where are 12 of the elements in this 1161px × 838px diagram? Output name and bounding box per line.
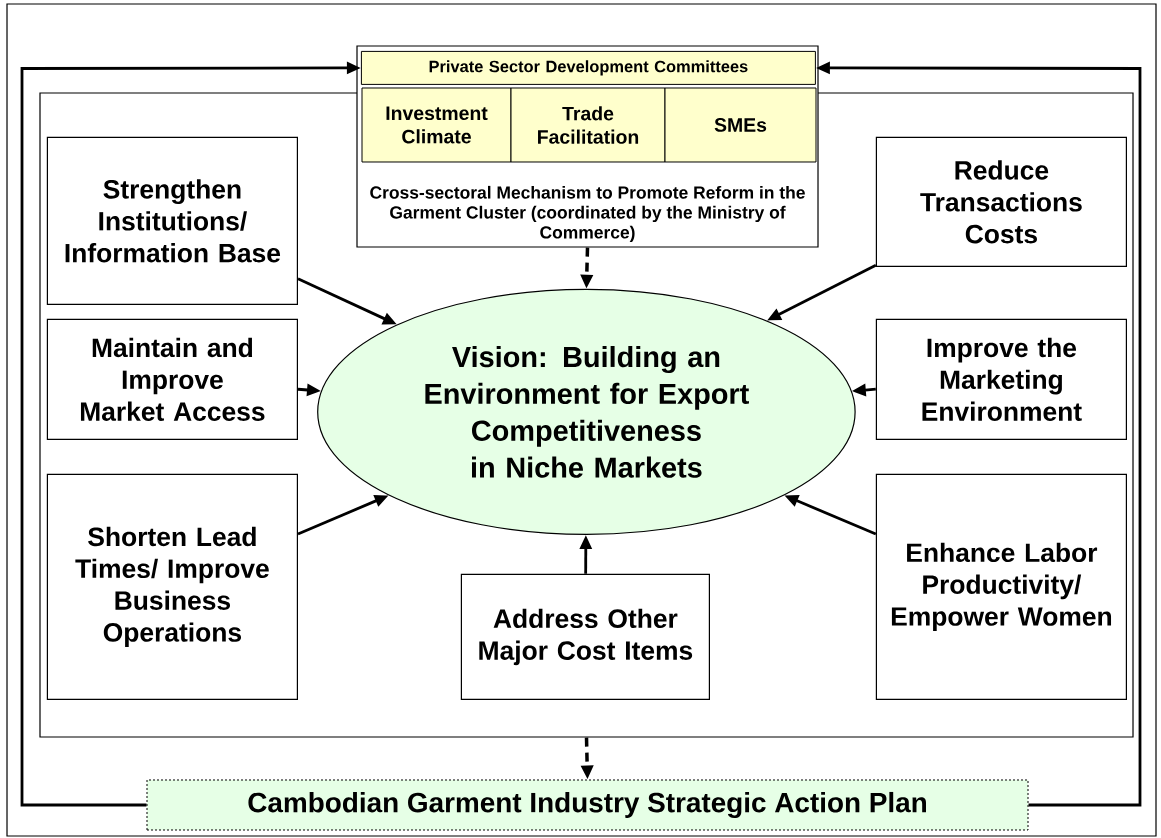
action-box: Enhance Labor Productivity/ Empower Women: [875, 473, 1127, 700]
committee-cell: SMEs: [664, 87, 817, 163]
committee-cell: Trade Facilitation: [510, 87, 666, 163]
committee-cell: Investment Climate: [361, 87, 512, 163]
header-cell: Private Sector Development Committees: [360, 50, 816, 85]
plan-box: Cambodian Garment Industry Strategic Action Plan: [146, 779, 1029, 831]
action-box: Shorten Lead Times/ Improve Business Operations: [46, 473, 298, 700]
action-box: Strengthen Institutions/ Information Base: [46, 136, 298, 305]
action-box: Maintain and Improve Market Access: [46, 318, 298, 440]
action-box: Improve the Marketing Environment: [875, 318, 1127, 440]
action-box: Address Other Major Cost Items: [460, 573, 710, 700]
action-box: Reduce Transactions Costs: [875, 136, 1127, 267]
